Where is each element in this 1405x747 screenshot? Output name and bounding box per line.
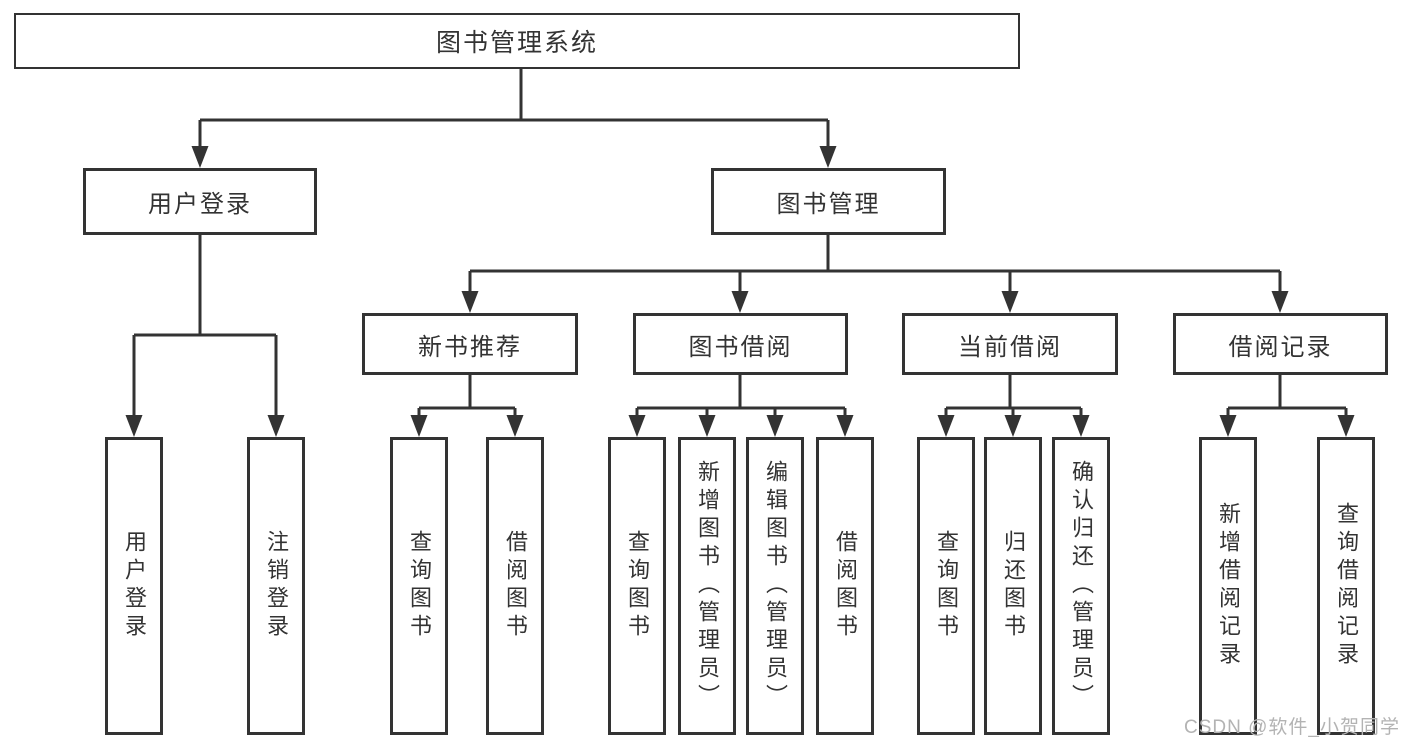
leaf-add-books-admin: 新增图书（管理员）: [678, 437, 736, 735]
node-book-borrow: 图书借阅: [633, 313, 848, 375]
leaf-edit-books-admin: 编辑图书（管理员）: [746, 437, 804, 735]
leaf-user-login: 用户登录: [105, 437, 163, 735]
node-current-borrow: 当前借阅: [902, 313, 1118, 375]
node-borrow-records: 借阅记录: [1173, 313, 1388, 375]
node-new-book-recommend: 新书推荐: [362, 313, 578, 375]
leaf-return-books: 归还图书: [984, 437, 1042, 735]
leaf-add-borrow-record: 新增借阅记录: [1199, 437, 1257, 735]
csdn-watermark: CSDN @软件_小贺同学: [1184, 717, 1400, 738]
leaf-logout: 注销登录: [247, 437, 305, 735]
leaf-recommend-query-books: 查询图书: [390, 437, 448, 735]
leaf-borrow-query-books: 查询图书: [608, 437, 666, 735]
leaf-recommend-borrow-books: 借阅图书: [486, 437, 544, 735]
leaf-borrow-books: 借阅图书: [816, 437, 874, 735]
node-library-management-system: 图书管理系统: [14, 13, 1020, 69]
leaf-confirm-return-admin: 确认归还（管理员）: [1052, 437, 1110, 735]
node-user-login: 用户登录: [83, 168, 317, 235]
node-book-management: 图书管理: [711, 168, 946, 235]
leaf-current-query-books: 查询图书: [917, 437, 975, 735]
leaf-query-borrow-record: 查询借阅记录: [1317, 437, 1375, 735]
